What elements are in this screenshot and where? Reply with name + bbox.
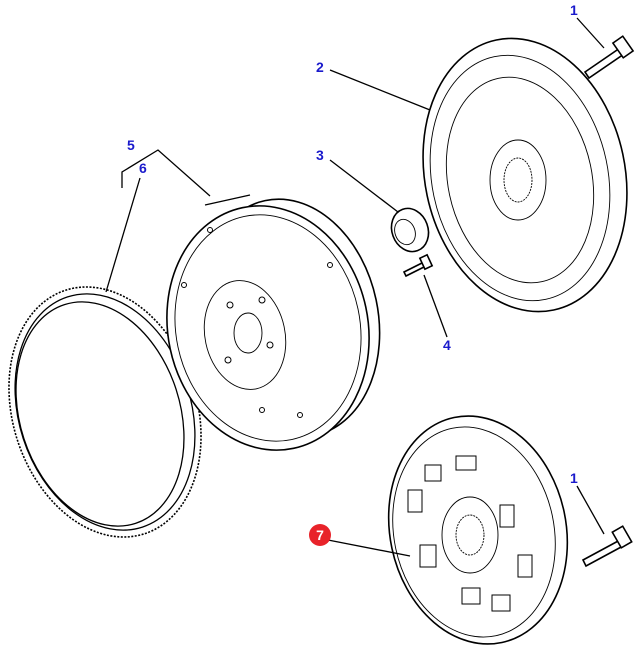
bolt-small[interactable]	[402, 253, 434, 278]
callout-5: 5	[127, 137, 135, 153]
callout-1-bottom: 1	[570, 470, 578, 486]
callout-4: 4	[443, 337, 451, 353]
leader-lines	[105, 17, 605, 557]
callout-7-highlight[interactable]: 7	[309, 524, 331, 546]
bolt-bottom[interactable]	[581, 525, 633, 568]
callout-6: 6	[139, 160, 147, 176]
clutch-disc[interactable]	[368, 399, 588, 646]
callout-3: 3	[316, 147, 324, 163]
callout-2: 2	[316, 59, 324, 75]
flywheel[interactable]	[145, 182, 401, 469]
pressure-plate[interactable]	[398, 19, 639, 331]
bolt-top[interactable]	[583, 35, 635, 80]
pilot-bearing[interactable]	[386, 203, 435, 257]
callout-7: 7	[316, 527, 324, 543]
highlight-circle	[309, 524, 331, 546]
callout-1-top: 1	[570, 2, 578, 18]
